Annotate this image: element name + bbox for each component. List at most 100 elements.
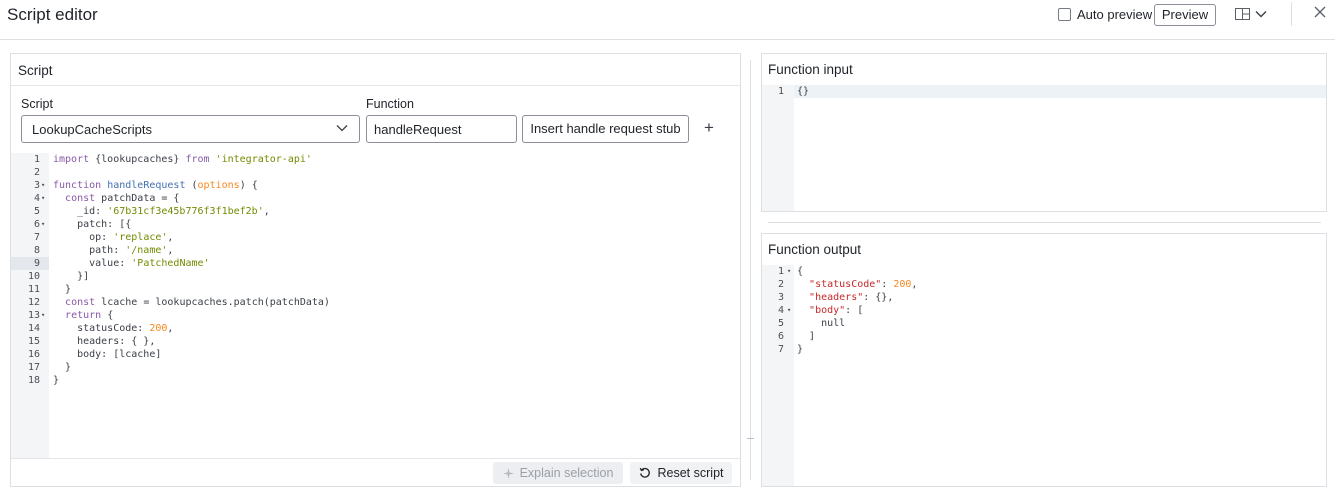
auto-preview-label: Auto preview <box>1077 7 1153 22</box>
line-number: 2 <box>33 167 40 178</box>
code-line: headers: { }, <box>53 336 156 347</box>
code-line: body: [lcache] <box>53 349 162 360</box>
line-number: 4 <box>777 305 784 316</box>
top-bar: Script editor Auto preview Preview <box>0 0 1335 40</box>
function-output-header: Function output <box>762 234 1326 265</box>
line-number: 14 <box>27 323 40 334</box>
preview-button[interactable]: Preview <box>1154 4 1216 26</box>
plus-icon[interactable]: + <box>704 118 714 137</box>
line-gutter <box>762 265 794 486</box>
code-line: } <box>53 362 72 373</box>
insert-stub-button[interactable]: Insert handle request stub <box>522 115 689 143</box>
line-number: 5 <box>777 318 784 329</box>
code-line: path: '/name', <box>53 245 174 256</box>
line-gutter <box>762 85 794 211</box>
line-number: 7 <box>777 344 784 355</box>
explain-selection-button[interactable]: Explain selection <box>493 462 623 484</box>
function-input-panel: Function input 1 {} <box>761 53 1327 212</box>
line-number: 2 <box>777 279 784 290</box>
toolbar-separator <box>1291 2 1292 26</box>
line-number: 3 <box>777 292 784 303</box>
script-panel: Script Script Function LookupCacheScript… <box>10 53 741 487</box>
code-line: function handleRequest (options) { <box>53 180 258 191</box>
line-number: 6 <box>33 219 40 230</box>
fold-toggle-icon[interactable]: ▾ <box>41 194 46 202</box>
line-number: 8 <box>33 245 40 256</box>
highlighted-line <box>11 257 49 270</box>
line-number: 7 <box>33 232 40 243</box>
close-icon[interactable] <box>1313 5 1327 19</box>
line-number: 1 <box>777 86 784 97</box>
line-number: 17 <box>27 362 40 373</box>
code-line: const patchData = { <box>65 193 180 204</box>
sparkle-icon <box>502 467 514 479</box>
divider-handle[interactable] <box>747 438 754 439</box>
script-label: Script <box>21 97 53 111</box>
active-line <box>794 85 1326 98</box>
line-number: 5 <box>33 206 40 217</box>
fold-toggle-icon[interactable]: ▾ <box>787 267 792 275</box>
function-name-input[interactable]: handleRequest <box>366 115 517 143</box>
reset-icon <box>639 467 650 478</box>
code-line: "headers": {}, <box>809 292 894 303</box>
code-line: _id: '67b31cf3e45b776f3f1bef2b', <box>53 206 270 217</box>
code-line: patch: [{ <box>53 219 132 230</box>
line-number: 13 <box>27 310 40 321</box>
line-number: 4 <box>33 193 40 204</box>
line-number: 3 <box>33 180 40 191</box>
code-line: ] <box>797 331 816 342</box>
function-output-editor[interactable]: 1▾{2 "statusCode": 200,3 "headers": {},4… <box>762 265 1326 486</box>
script-panel-title: Script <box>18 63 53 78</box>
code-line: }] <box>53 271 90 282</box>
code-line: value: 'PatchedName' <box>53 258 210 269</box>
code-line: op: 'replace', <box>53 232 174 243</box>
code-line: const lcache = lookupcaches.patch(patchD… <box>65 297 330 308</box>
fold-toggle-icon[interactable]: ▾ <box>41 220 46 228</box>
line-number: 10 <box>27 271 40 282</box>
chevron-down-icon <box>1255 11 1267 18</box>
fold-toggle-icon[interactable]: ▾ <box>41 181 46 189</box>
checkbox-icon[interactable] <box>1058 8 1071 21</box>
line-number: 6 <box>777 331 784 342</box>
script-code-editor[interactable]: 1 import {lookupcaches} from 'integrator-… <box>11 153 740 458</box>
auto-preview-toggle[interactable]: Auto preview <box>1058 7 1152 22</box>
line-number: 9 <box>33 258 40 269</box>
code-line: {} <box>797 86 810 97</box>
layout-icon <box>1235 8 1250 20</box>
line-number: 18 <box>27 375 40 386</box>
code-line: } <box>797 344 804 355</box>
explain-selection-label: Explain selection <box>519 466 614 480</box>
script-panel-header: Script <box>11 54 740 86</box>
line-number: 1 <box>33 154 40 165</box>
line-number: 16 <box>27 349 40 360</box>
line-number: 11 <box>27 284 40 295</box>
line-number: 12 <box>27 297 40 308</box>
fold-toggle-icon[interactable]: ▾ <box>41 311 46 319</box>
chevron-down-icon <box>336 125 348 132</box>
function-input-title: Function input <box>768 62 853 77</box>
line-gutter <box>11 153 49 458</box>
function-output-title: Function output <box>768 242 862 257</box>
script-footer: Explain selection Reset script <box>11 458 740 486</box>
function-output-panel: Function output 1▾{2 "statusCode": 200,3… <box>761 233 1327 487</box>
code-line: "statusCode": 200, <box>809 279 918 290</box>
code-line: return { <box>65 310 114 321</box>
layout-toggle[interactable] <box>1235 8 1267 20</box>
reset-script-label: Reset script <box>657 466 724 480</box>
line-number: 1 <box>777 266 784 277</box>
function-input-editor[interactable]: 1 {} <box>762 85 1326 211</box>
reset-script-button[interactable]: Reset script <box>630 462 732 484</box>
code-line: } <box>53 284 72 295</box>
fold-toggle-icon[interactable]: ▾ <box>787 306 792 314</box>
function-input-header: Function input <box>762 54 1326 85</box>
code-line: "body": [ <box>809 305 864 316</box>
panel-divider[interactable] <box>750 60 751 480</box>
line-number: 15 <box>27 336 40 347</box>
output-divider[interactable] <box>768 222 1321 223</box>
function-label: Function <box>366 97 414 111</box>
code-line: null <box>797 318 846 329</box>
script-select[interactable]: LookupCacheScripts <box>21 115 360 143</box>
code-line: import {lookupcaches} from 'integrator-a… <box>53 154 312 165</box>
page-title: Script editor <box>7 5 98 24</box>
code-line: } <box>53 375 60 386</box>
